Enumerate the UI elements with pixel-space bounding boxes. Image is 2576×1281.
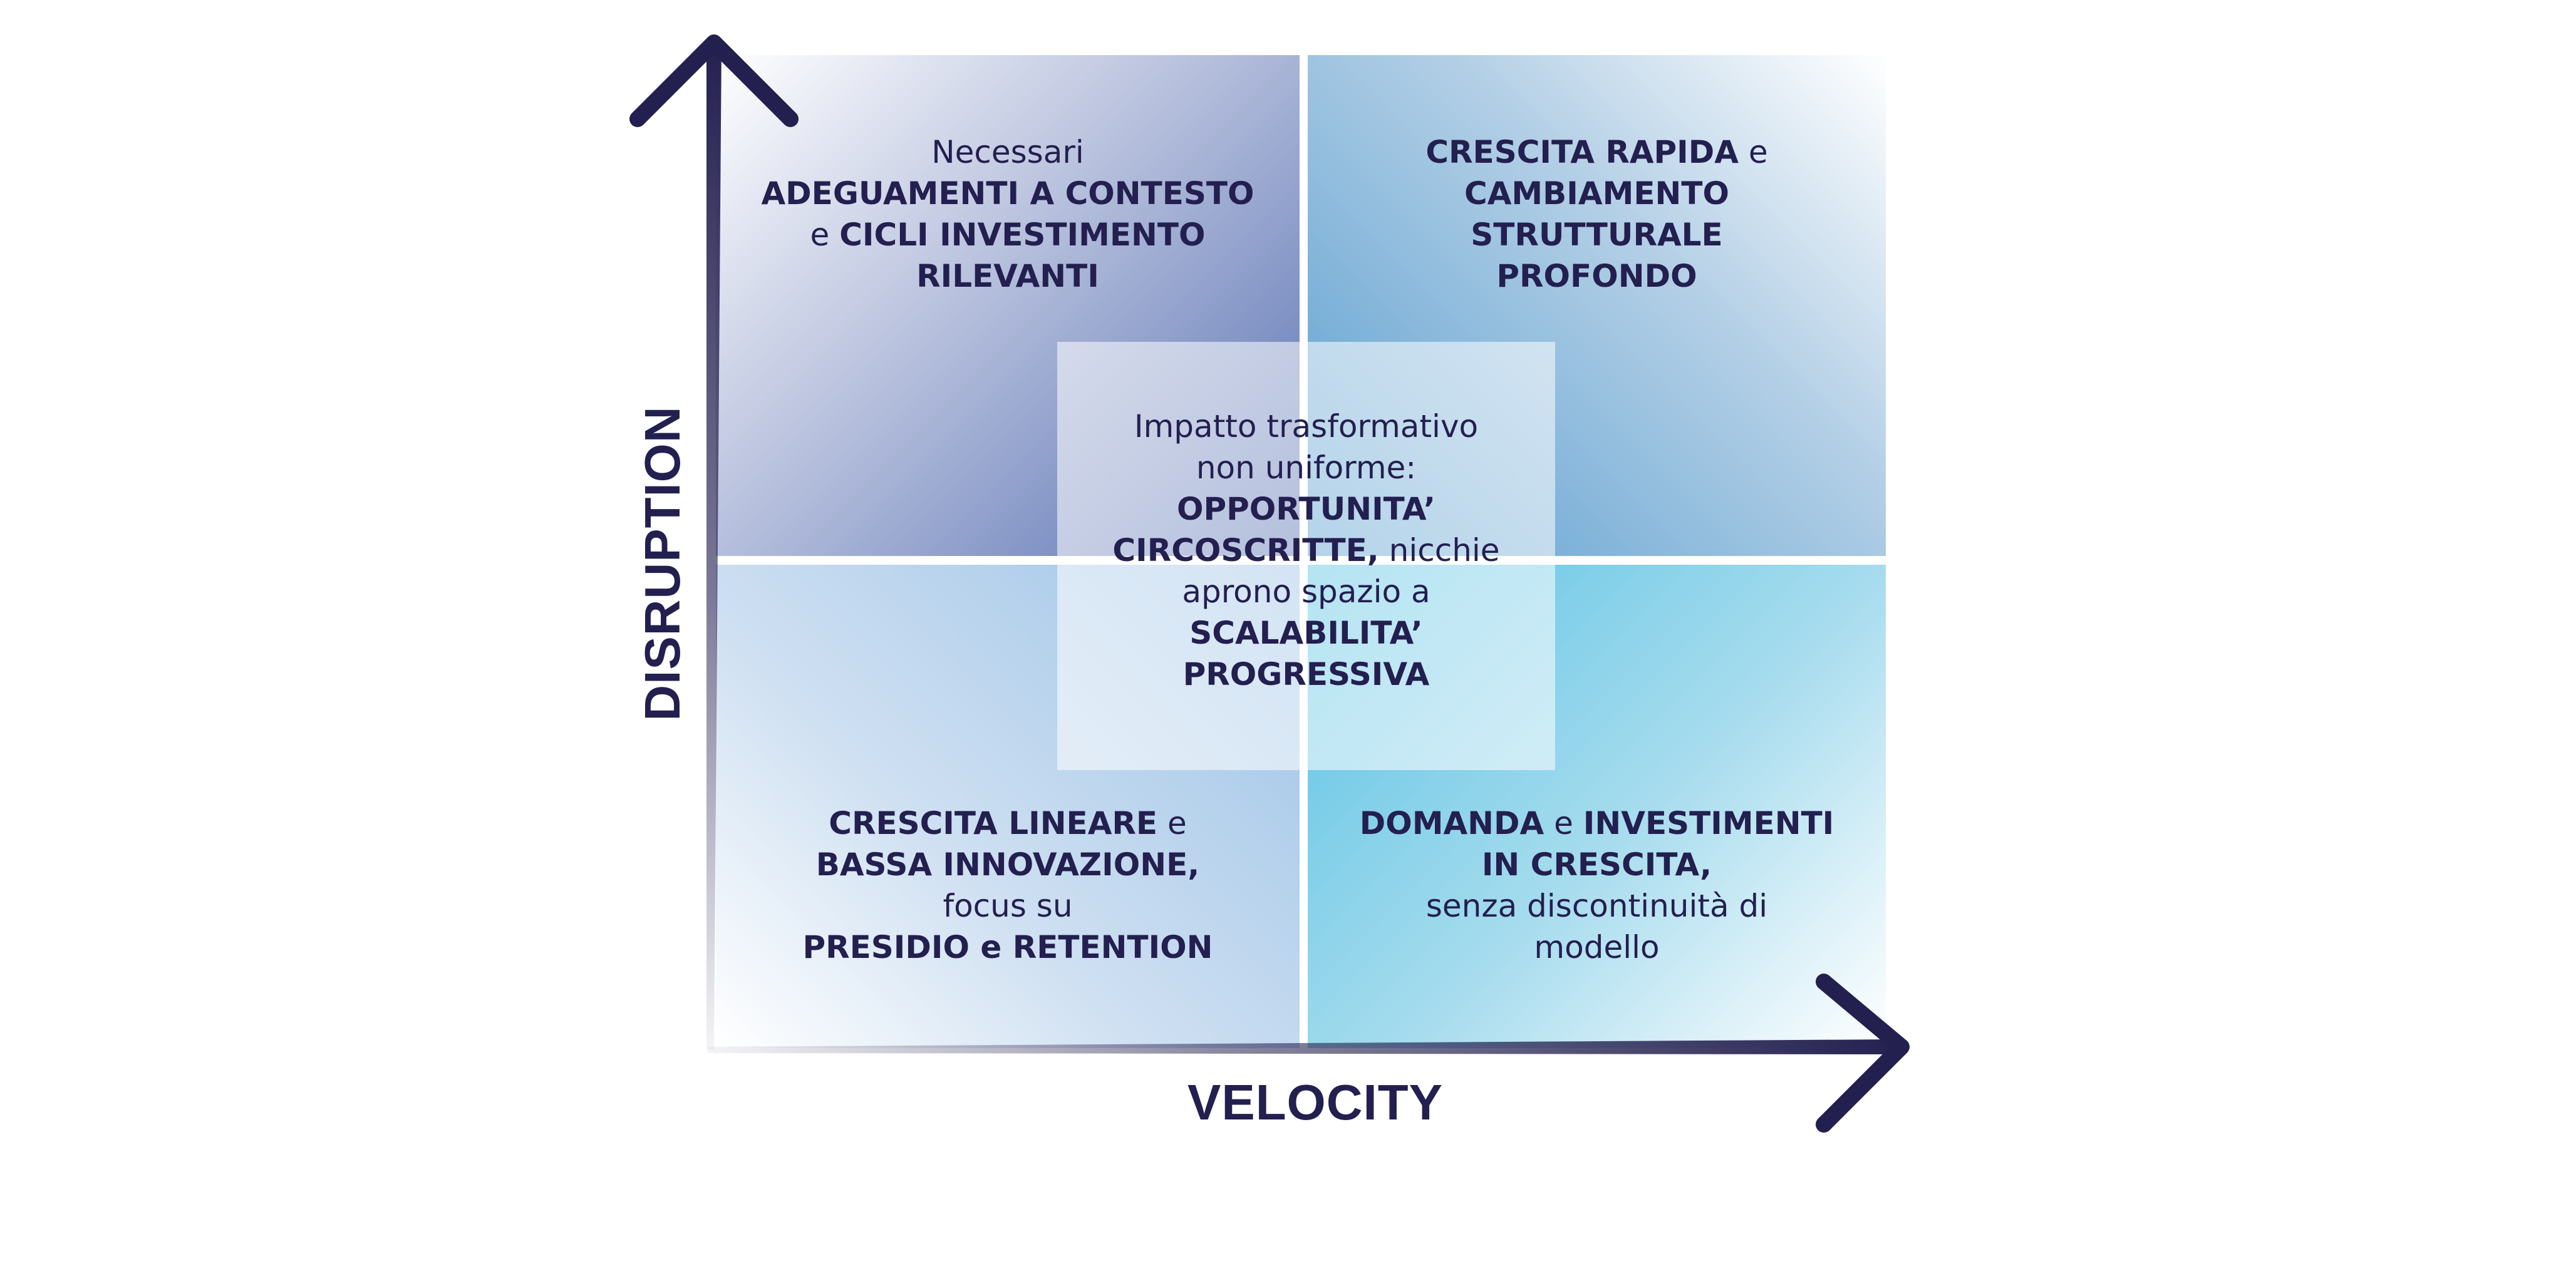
quadrant-bottom-right-text: DOMANDA e INVESTIMENTI IN CRESCITA, senz… [1308,803,1886,968]
center-line-4-rest: nicchie [1389,532,1500,568]
center-line-7: PROGRESSIVA [1182,656,1430,692]
center-overlay-box [1057,342,1555,770]
bl-line-2: BASSA INNOVAZIONE, [815,846,1200,883]
br-line-3: senza discontinuità di [1425,888,1768,924]
bl-line-1-bold: CRESCITA LINEARE [829,805,1158,841]
tl-line-4: RILEVANTI [916,258,1099,294]
bl-line-4: PRESIDIO e RETENTION [802,929,1213,965]
y-axis-label: DISRUPTION [634,406,690,721]
quadrant-top-left-text: Necessari ADEGUAMENTI A CONTESTO e CICLI… [716,131,1300,297]
br-line-2: IN CRESCITA, [1481,846,1712,883]
center-line-2: non uniforme: [1196,450,1417,486]
tr-line-4: PROFONDO [1496,258,1697,294]
bl-line-3: focus su [943,888,1073,924]
center-line-3: OPPORTUNITA’ [1176,491,1436,527]
tr-line-2: CAMBIAMENTO [1464,175,1729,212]
quadrant-bottom-left-text: CRESCITA LINEARE e BASSA INNOVAZIONE, fo… [716,803,1300,968]
center-text: Impatto trasformativo non uniforme: OPPO… [1057,406,1555,695]
quadrant-top-right-text: CRESCITA RAPIDA e CAMBIAMENTO STRUTTURAL… [1308,131,1886,297]
bl-line-1-e: e [1167,805,1187,841]
br-line-1-bold-a: DOMANDA [1359,805,1544,841]
tl-line-3-bold: CICLI INVESTIMENTO [839,217,1206,253]
tr-line-1-bold: CRESCITA RAPIDA [1425,134,1739,170]
x-axis-label: VELOCITY [1187,1074,1444,1130]
tr-line-3: STRUTTURALE [1471,217,1723,253]
center-line-5: aprono spazio a [1182,574,1430,610]
tr-line-1-e: e [1748,134,1768,170]
br-line-4: modello [1534,929,1660,965]
center-line-4-bold: CIRCOSCRITTE, [1112,532,1379,568]
center-line-1: Impatto trasformativo [1134,408,1479,445]
tl-line-3-e: e [810,217,830,253]
tl-line-2: ADEGUAMENTI A CONTESTO [761,175,1254,212]
br-line-1-bold-b: INVESTIMENTI [1583,805,1834,841]
br-line-1-e: e [1554,805,1573,841]
center-line-6: SCALABILITA’ [1189,615,1423,651]
tl-line-1: Necessari [931,134,1084,170]
